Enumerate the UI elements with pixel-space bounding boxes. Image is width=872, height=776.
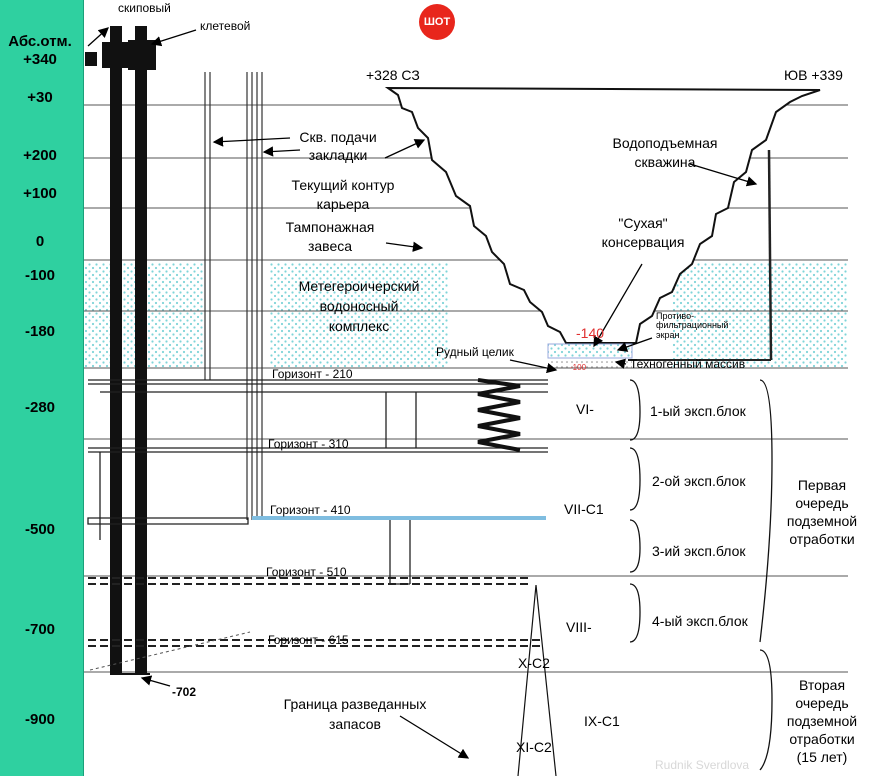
filter-screen (547, 343, 633, 359)
orebody-label: VI- (576, 401, 594, 417)
cage-shaft-label: клетевой (200, 19, 251, 33)
watermark: Rudnik Sverdlova (655, 758, 750, 772)
cage-headframe-top (128, 40, 156, 70)
elevation-label: -500 (24, 521, 56, 538)
elevation-label: -100 (24, 267, 56, 284)
horizon-label: Горизонт - 510 (266, 565, 347, 579)
orebody-vi (477, 378, 521, 452)
block-label: 2-ой эксп.блок (652, 473, 746, 489)
block-label: 3-ий эксп.блок (652, 543, 746, 559)
skip-shaft-label: скиповый (118, 1, 171, 15)
orebody-label: VIII- (566, 619, 592, 635)
fill-boreholes (204, 72, 263, 520)
skip-headframe-top (102, 42, 130, 68)
elevation-label: 0 (35, 233, 45, 250)
orebody-x-xi (517, 584, 557, 776)
horizon-label: Горизонт - 210 (272, 367, 353, 381)
elevation-label: -700 (24, 621, 56, 638)
block-label: 1-ый эксп.блок (650, 403, 746, 419)
dashed-horizons (88, 577, 540, 647)
skip-headframe (85, 52, 97, 66)
aquifer-zone-middle (270, 262, 448, 368)
horizon-label: Горизонт - 615 (268, 633, 349, 647)
horizon-label: Горизонт - 310 (268, 437, 349, 451)
open-pit-contour (384, 86, 821, 344)
elevation-label: +30 (27, 89, 53, 106)
block-braces (629, 379, 773, 771)
elevation-header: Абс.отм. (8, 33, 72, 50)
orebody-label: IX-C1 (584, 713, 620, 729)
elevation-label: +340 (23, 51, 57, 68)
aquifer-zone-right (672, 262, 848, 368)
water-lifting-well (767, 149, 773, 361)
elevation-label: +100 (23, 185, 57, 202)
elevation-label: -180 (24, 323, 56, 340)
cage-shaft (135, 26, 147, 674)
orebody-label: VII-C1 (564, 501, 604, 517)
shaft-bottom-mark: -702 (172, 685, 197, 699)
elevation-label: -280 (24, 399, 56, 416)
horizon-levels (87, 379, 548, 585)
skip-shaft (110, 26, 122, 674)
annotation-arrows (87, 27, 758, 759)
ore-pillar-label: Рудный целик (436, 345, 514, 359)
orebody-label: X-C2 (518, 655, 550, 671)
pit-se-mark: ЮВ +339 (784, 67, 843, 83)
elevation-label: -900 (24, 711, 56, 728)
shot-stamp-icon: ШОТ (419, 4, 455, 40)
technogenic-label: Техногенный массив (630, 357, 746, 371)
elevation-scale-bar (0, 0, 84, 776)
block-label: 4-ый эксп.блок (652, 613, 748, 629)
dry-conservation-label: "Сухая"консервация (601, 215, 685, 250)
elevation-label: +200 (23, 147, 57, 164)
horizon-label: Горизонт - 410 (270, 503, 351, 517)
pillar-mark: -100 (570, 363, 587, 372)
ore-pillar-zone (548, 358, 632, 370)
pit-nw-mark: +328 СЗ (366, 67, 420, 83)
pit-bottom-mark: -140 (576, 325, 605, 341)
orebody-label: XI-C2 (516, 739, 552, 755)
